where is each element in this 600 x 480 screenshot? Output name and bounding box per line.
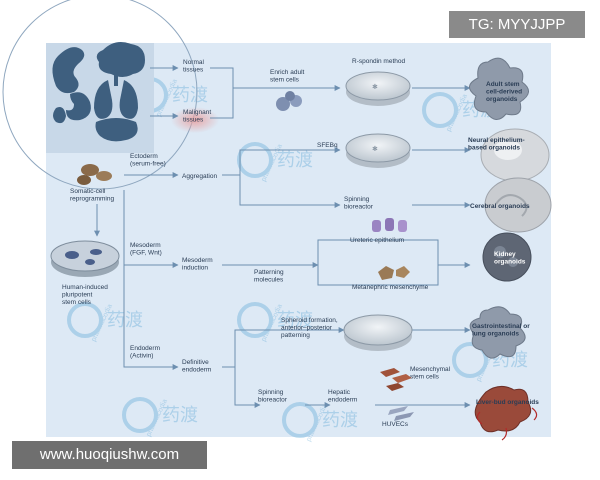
stomach-icon — [66, 92, 91, 121]
liver-bud-organoid — [474, 386, 538, 441]
organ-panel-border — [2, 0, 198, 190]
label-endoderm: Endoderm(Activin) — [130, 345, 160, 360]
watermark-text: 药渡 — [322, 410, 358, 430]
liver-icon — [95, 118, 138, 142]
watermark-text: 药渡 — [277, 310, 313, 330]
svg-text:✱: ✱ — [372, 145, 378, 153]
left-lung-icon — [94, 80, 113, 119]
malignant-glow — [171, 107, 219, 133]
adult-stem-organoid — [469, 57, 529, 120]
huvec-cells — [388, 406, 414, 421]
svg-text:✱: ✱ — [372, 83, 378, 91]
label-sfebq: SFEBq — [317, 142, 338, 149]
label-ectoderm: Ectoderm(serum-free) — [130, 153, 166, 168]
brain-icon — [96, 42, 145, 77]
watermark-text: 药渡 — [277, 150, 313, 170]
metanephric-mesenchyme-cells — [378, 266, 410, 280]
label-cerebral-organoids: Cerebral organoids — [470, 203, 530, 210]
label-neural-epithelium: Neural epithelium-based organoids — [468, 137, 525, 152]
culture-dish-3 — [343, 314, 413, 351]
right-lung-icon — [119, 80, 138, 119]
kidney-icon — [53, 107, 66, 124]
adult-stem-cells — [276, 91, 302, 111]
telegram-tag: TG: MYYJJPP — [449, 11, 585, 38]
somatic-cells — [77, 164, 112, 185]
culture-dish-2: ✱ — [345, 133, 411, 168]
watermark-text: 药渡 — [172, 85, 208, 105]
connectors — [94, 65, 471, 408]
gi-lung-organoid — [469, 306, 526, 359]
intestine-icon — [52, 47, 85, 94]
mesenchymal-stem-cells — [380, 368, 412, 391]
label-ureteric-epithelium: Ureteric epithelium — [350, 237, 404, 244]
culture-dish-1: ✱ — [345, 71, 411, 106]
label-rspondin-method: R-spondin method — [352, 58, 405, 65]
label-liver-bud-organoids: Liver-bud organoids — [476, 399, 539, 406]
ureteric-epithelium-cells — [372, 218, 407, 232]
site-url-banner: www.huoqiushw.com — [12, 441, 207, 469]
watermark-text: 药渡 — [107, 310, 143, 330]
watermark-text: 药渡 — [162, 405, 198, 425]
label-aggregation: Aggregation — [182, 173, 217, 180]
label-mesoderm: Mesoderm(FGF, Wnt) — [130, 242, 162, 257]
cerebral-organoid — [484, 177, 552, 233]
label-metanephric-mesenchyme: Metanephric mesenchyme — [352, 284, 429, 291]
kidney-organoid — [482, 232, 532, 282]
neural-organoid — [480, 128, 550, 182]
ipsc-dish — [50, 240, 120, 277]
organ-panel — [46, 42, 154, 153]
label-huvecs: HUVECs — [382, 421, 409, 428]
